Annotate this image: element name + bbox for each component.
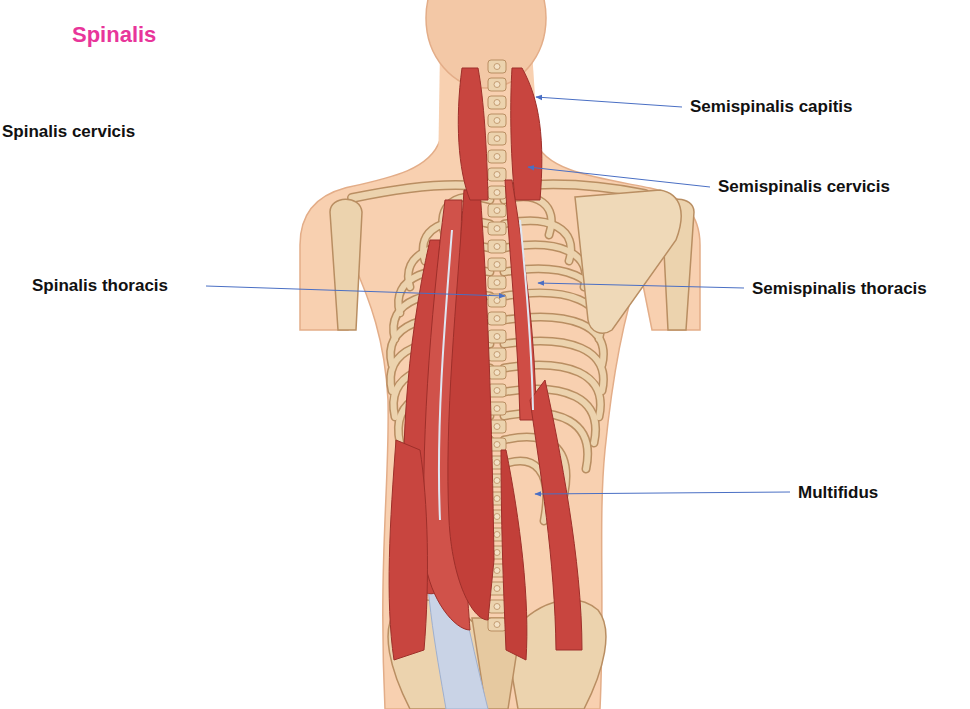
label-box: Semispinalis cervicis: [718, 176, 890, 198]
vertebra: [488, 222, 506, 235]
spinous-process: [494, 190, 500, 196]
vertebra: [488, 366, 506, 379]
spinous-process: [494, 136, 500, 142]
spinous-process: [494, 64, 500, 70]
spinous-process: [494, 622, 500, 628]
vertebra: [488, 78, 506, 91]
label-box: Spinalis cervicis: [2, 121, 135, 143]
vertebra: [488, 312, 506, 325]
spinous-process: [494, 280, 500, 286]
leader-line: [528, 167, 710, 187]
vertebra: [488, 96, 506, 109]
vertebra: [488, 204, 506, 217]
leader-lines: [206, 97, 790, 494]
spinous-process: [494, 532, 500, 538]
spinous-process: [494, 316, 500, 322]
left-humerus: [330, 199, 362, 330]
spinous-process: [494, 496, 500, 502]
spinous-process: [494, 478, 500, 484]
spinous-process: [494, 406, 500, 412]
label-box: Semispinalis capitis: [690, 96, 853, 118]
right-long-muscle: [530, 380, 582, 650]
title-box: Spinalis: [72, 21, 156, 49]
spinous-process: [494, 298, 500, 304]
leader-line: [538, 283, 744, 288]
spinous-process: [494, 370, 500, 376]
spinous-process: [494, 586, 500, 592]
label-box: Multifidus: [798, 482, 878, 504]
right-semispinalis-capitis: [511, 68, 542, 200]
spinous-process: [494, 514, 500, 520]
title: Spinalis: [72, 22, 156, 47]
tendon-streak: [520, 220, 533, 410]
vertebra: [488, 114, 506, 127]
leader-line: [206, 286, 505, 296]
right-scapula: [575, 190, 681, 333]
vertebra: [488, 348, 506, 361]
spinous-process: [494, 442, 500, 448]
vertebra: [488, 60, 506, 73]
right-semispinalis-thoracis: [505, 180, 536, 420]
spinous-process: [494, 334, 500, 340]
muscle-label: Spinalis cervicis: [2, 122, 135, 141]
head-skin: [426, 0, 546, 88]
spinous-process: [494, 568, 500, 574]
label-box: Spinalis thoracis: [32, 275, 168, 297]
spinous-process: [494, 100, 500, 106]
muscle-label: Spinalis thoracis: [32, 276, 168, 295]
left-neck-muscle: [458, 68, 488, 200]
torso-skin: [300, 140, 700, 709]
left-spinalis: [448, 190, 494, 620]
vertebra: [488, 240, 506, 253]
label-box: Semispinalis thoracis: [752, 278, 927, 300]
spinous-process: [494, 244, 500, 250]
spinous-process: [494, 388, 500, 394]
left-clavicle: [352, 185, 478, 198]
vertebra: [488, 276, 506, 289]
spinous-process: [494, 550, 500, 556]
vertebra: [488, 330, 506, 343]
vertebra: [488, 132, 506, 145]
muscle-label: Semispinalis cervicis: [718, 177, 890, 196]
leader-line: [536, 97, 682, 107]
spinous-process: [494, 604, 500, 610]
spinous-process: [494, 82, 500, 88]
vertebra: [488, 618, 506, 631]
vertebra: [488, 186, 506, 199]
vertebra: [488, 150, 506, 163]
vertebra: [488, 600, 506, 613]
vertebra: [488, 168, 506, 181]
spinous-process: [494, 172, 500, 178]
muscle-layer: [389, 68, 582, 709]
muscle-label: Multifidus: [798, 483, 878, 502]
body-silhouette: [300, 0, 700, 709]
spinous-process: [494, 208, 500, 214]
spinous-process: [494, 352, 500, 358]
spinous-process: [494, 262, 500, 268]
left-lateral-muscle: [389, 440, 427, 660]
spinous-process: [494, 154, 500, 160]
left-clavicle-fill: [352, 185, 478, 198]
leader-line: [535, 492, 790, 494]
right-multifidus: [501, 450, 527, 660]
spinous-process: [494, 226, 500, 232]
tendon-streak: [439, 230, 452, 520]
spinous-process: [494, 118, 500, 124]
spinous-process: [494, 460, 500, 466]
spinous-process: [494, 424, 500, 430]
vertebra: [488, 258, 506, 271]
muscle-label: Semispinalis thoracis: [752, 279, 927, 298]
muscle-label: Semispinalis capitis: [690, 97, 853, 116]
